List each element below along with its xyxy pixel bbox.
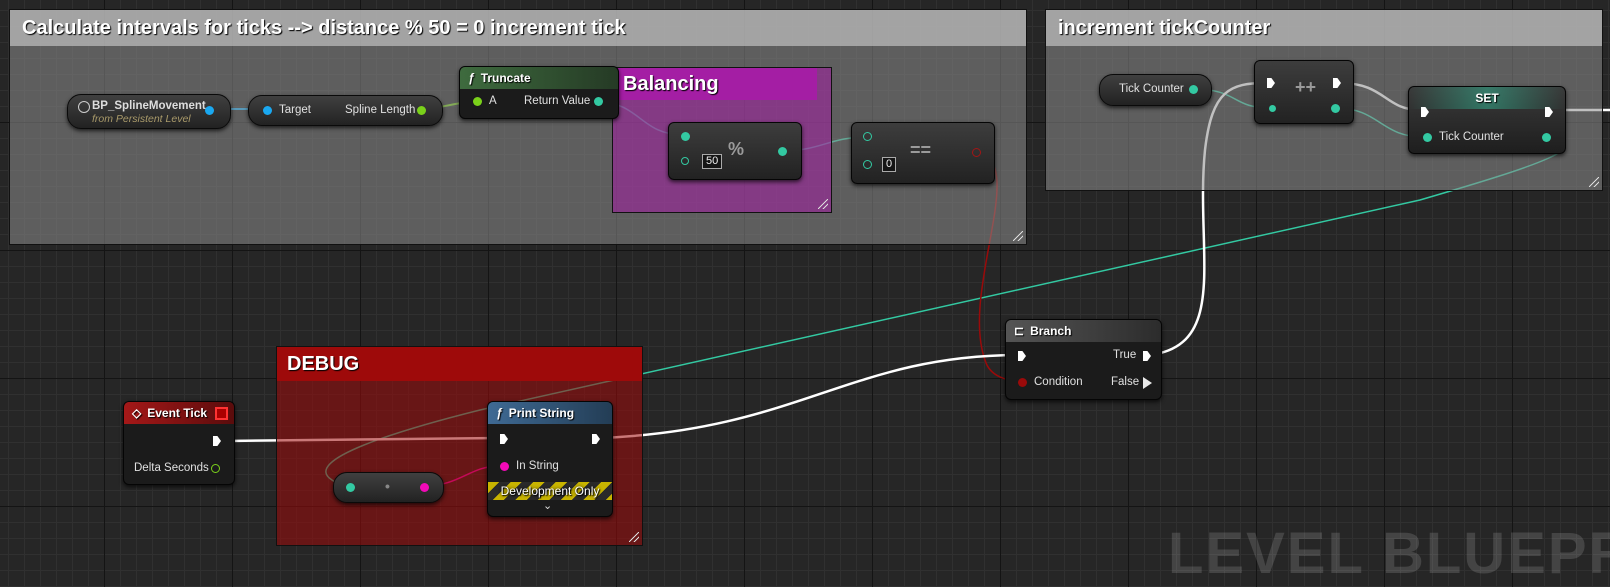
level-actor-icon	[78, 101, 90, 113]
tick-counter-get-node[interactable]: Tick Counter	[1099, 74, 1212, 106]
int-output-pin[interactable]	[1542, 133, 1551, 142]
string-input-pin[interactable]	[500, 462, 509, 471]
comment-title[interactable]: Calculate intervals for ticks --> distan…	[10, 10, 1026, 46]
comment-title[interactable]: Balancing	[613, 68, 817, 100]
operator-symbol: ==	[910, 140, 932, 160]
pin-label-target: Target	[279, 104, 311, 116]
node-title: Tick Counter	[1119, 83, 1184, 95]
pin-label-spline-length: Spline Length	[345, 104, 416, 116]
bp-spline-reference-node[interactable]: BP_SplineMovement from Persistent Level	[67, 94, 231, 129]
get-spline-length-node[interactable]: Target Spline Length	[248, 95, 443, 126]
int-input-pin[interactable]	[346, 483, 355, 492]
pin-label-in-string: In String	[516, 460, 559, 472]
branch-node[interactable]: ⊏Branch True Condition False	[1005, 319, 1162, 400]
float-output-pin[interactable]	[211, 464, 220, 473]
set-tick-counter-node[interactable]: SET Tick Counter	[1408, 86, 1566, 154]
exec-input-pin[interactable]	[1018, 351, 1026, 361]
branch-icon: ⊏	[1014, 324, 1025, 338]
modulo-node[interactable]: 50 %	[668, 122, 802, 180]
comment-title[interactable]: DEBUG	[277, 347, 642, 381]
int-input-pin[interactable]	[1423, 133, 1432, 142]
development-only-banner: Development Only	[488, 482, 612, 500]
bool-input-pin[interactable]	[1018, 378, 1027, 387]
expand-chevron-icon[interactable]: ⌄	[543, 500, 553, 512]
node-title: BP_SplineMovement	[92, 100, 206, 112]
convert-symbol: •	[385, 478, 390, 494]
equals-node[interactable]: 0 ==	[851, 122, 995, 184]
exec-input-pin[interactable]	[500, 434, 508, 444]
pin-label-delta-seconds: Delta Seconds	[134, 462, 209, 474]
int-output-pin[interactable]	[1189, 85, 1198, 94]
exec-output-pin[interactable]	[1545, 107, 1553, 117]
node-subtitle: from Persistent Level	[92, 113, 191, 125]
target-input-pin[interactable]	[263, 106, 272, 115]
float-output-pin[interactable]	[417, 106, 426, 115]
exec-input-pin[interactable]	[1421, 107, 1429, 117]
node-header: ◇Event Tick	[124, 402, 234, 424]
int-input-pin-a[interactable]	[681, 132, 690, 141]
int-output-pin[interactable]	[594, 97, 603, 106]
event-icon: ◇	[132, 406, 142, 420]
pin-label-tick-counter: Tick Counter	[1439, 131, 1504, 143]
string-output-pin[interactable]	[420, 483, 429, 492]
resize-handle-icon[interactable]	[629, 532, 639, 542]
object-output-pin[interactable]	[205, 106, 214, 115]
int-input-pin-b[interactable]	[863, 160, 872, 169]
function-icon: ƒ	[496, 406, 503, 420]
function-icon: ƒ	[468, 71, 475, 85]
operator-symbol: %	[728, 139, 745, 159]
exec-input-pin[interactable]	[1267, 78, 1275, 88]
exec-false-pin[interactable]	[1143, 377, 1152, 389]
int-output-pin[interactable]	[778, 147, 787, 156]
resize-handle-icon[interactable]	[1013, 231, 1023, 241]
comment-title[interactable]: increment tickCounter	[1046, 10, 1602, 46]
equals-value-input[interactable]: 0	[882, 157, 897, 172]
exec-true-pin[interactable]	[1143, 351, 1151, 361]
increment-node[interactable]: ++	[1254, 60, 1354, 124]
node-header: ⊏Branch	[1006, 320, 1161, 342]
exec-output-pin[interactable]	[592, 434, 600, 444]
delegate-pin-icon[interactable]	[215, 407, 228, 420]
resize-handle-icon[interactable]	[1589, 177, 1599, 187]
exec-output-pin[interactable]	[1333, 78, 1341, 88]
int-output-pin[interactable]	[1331, 104, 1340, 113]
int-input-pin-a[interactable]	[863, 132, 872, 141]
pin-label-true: True	[1113, 349, 1137, 361]
event-tick-node[interactable]: ◇Event Tick Delta Seconds	[123, 401, 235, 485]
operator-symbol: ++	[1295, 77, 1317, 97]
pin-label-a: A	[489, 95, 497, 107]
node-header: SET	[1409, 87, 1565, 109]
exec-output-pin[interactable]	[213, 436, 221, 446]
bool-output-pin[interactable]	[972, 148, 981, 157]
int-input-pin-b[interactable]	[681, 157, 689, 165]
resize-handle-icon[interactable]	[818, 199, 828, 209]
level-blueprint-watermark: LEVEL BLUEPRI	[1168, 521, 1610, 586]
int-to-string-convert-node[interactable]: •	[333, 472, 444, 503]
float-input-pin[interactable]	[473, 97, 482, 106]
pin-label-false: False	[1111, 376, 1140, 388]
int-input-pin[interactable]	[1269, 105, 1276, 112]
pin-label-condition: Condition	[1034, 376, 1083, 388]
pin-label-return-value: Return Value	[524, 95, 591, 107]
modulo-value-input[interactable]: 50	[702, 154, 723, 169]
